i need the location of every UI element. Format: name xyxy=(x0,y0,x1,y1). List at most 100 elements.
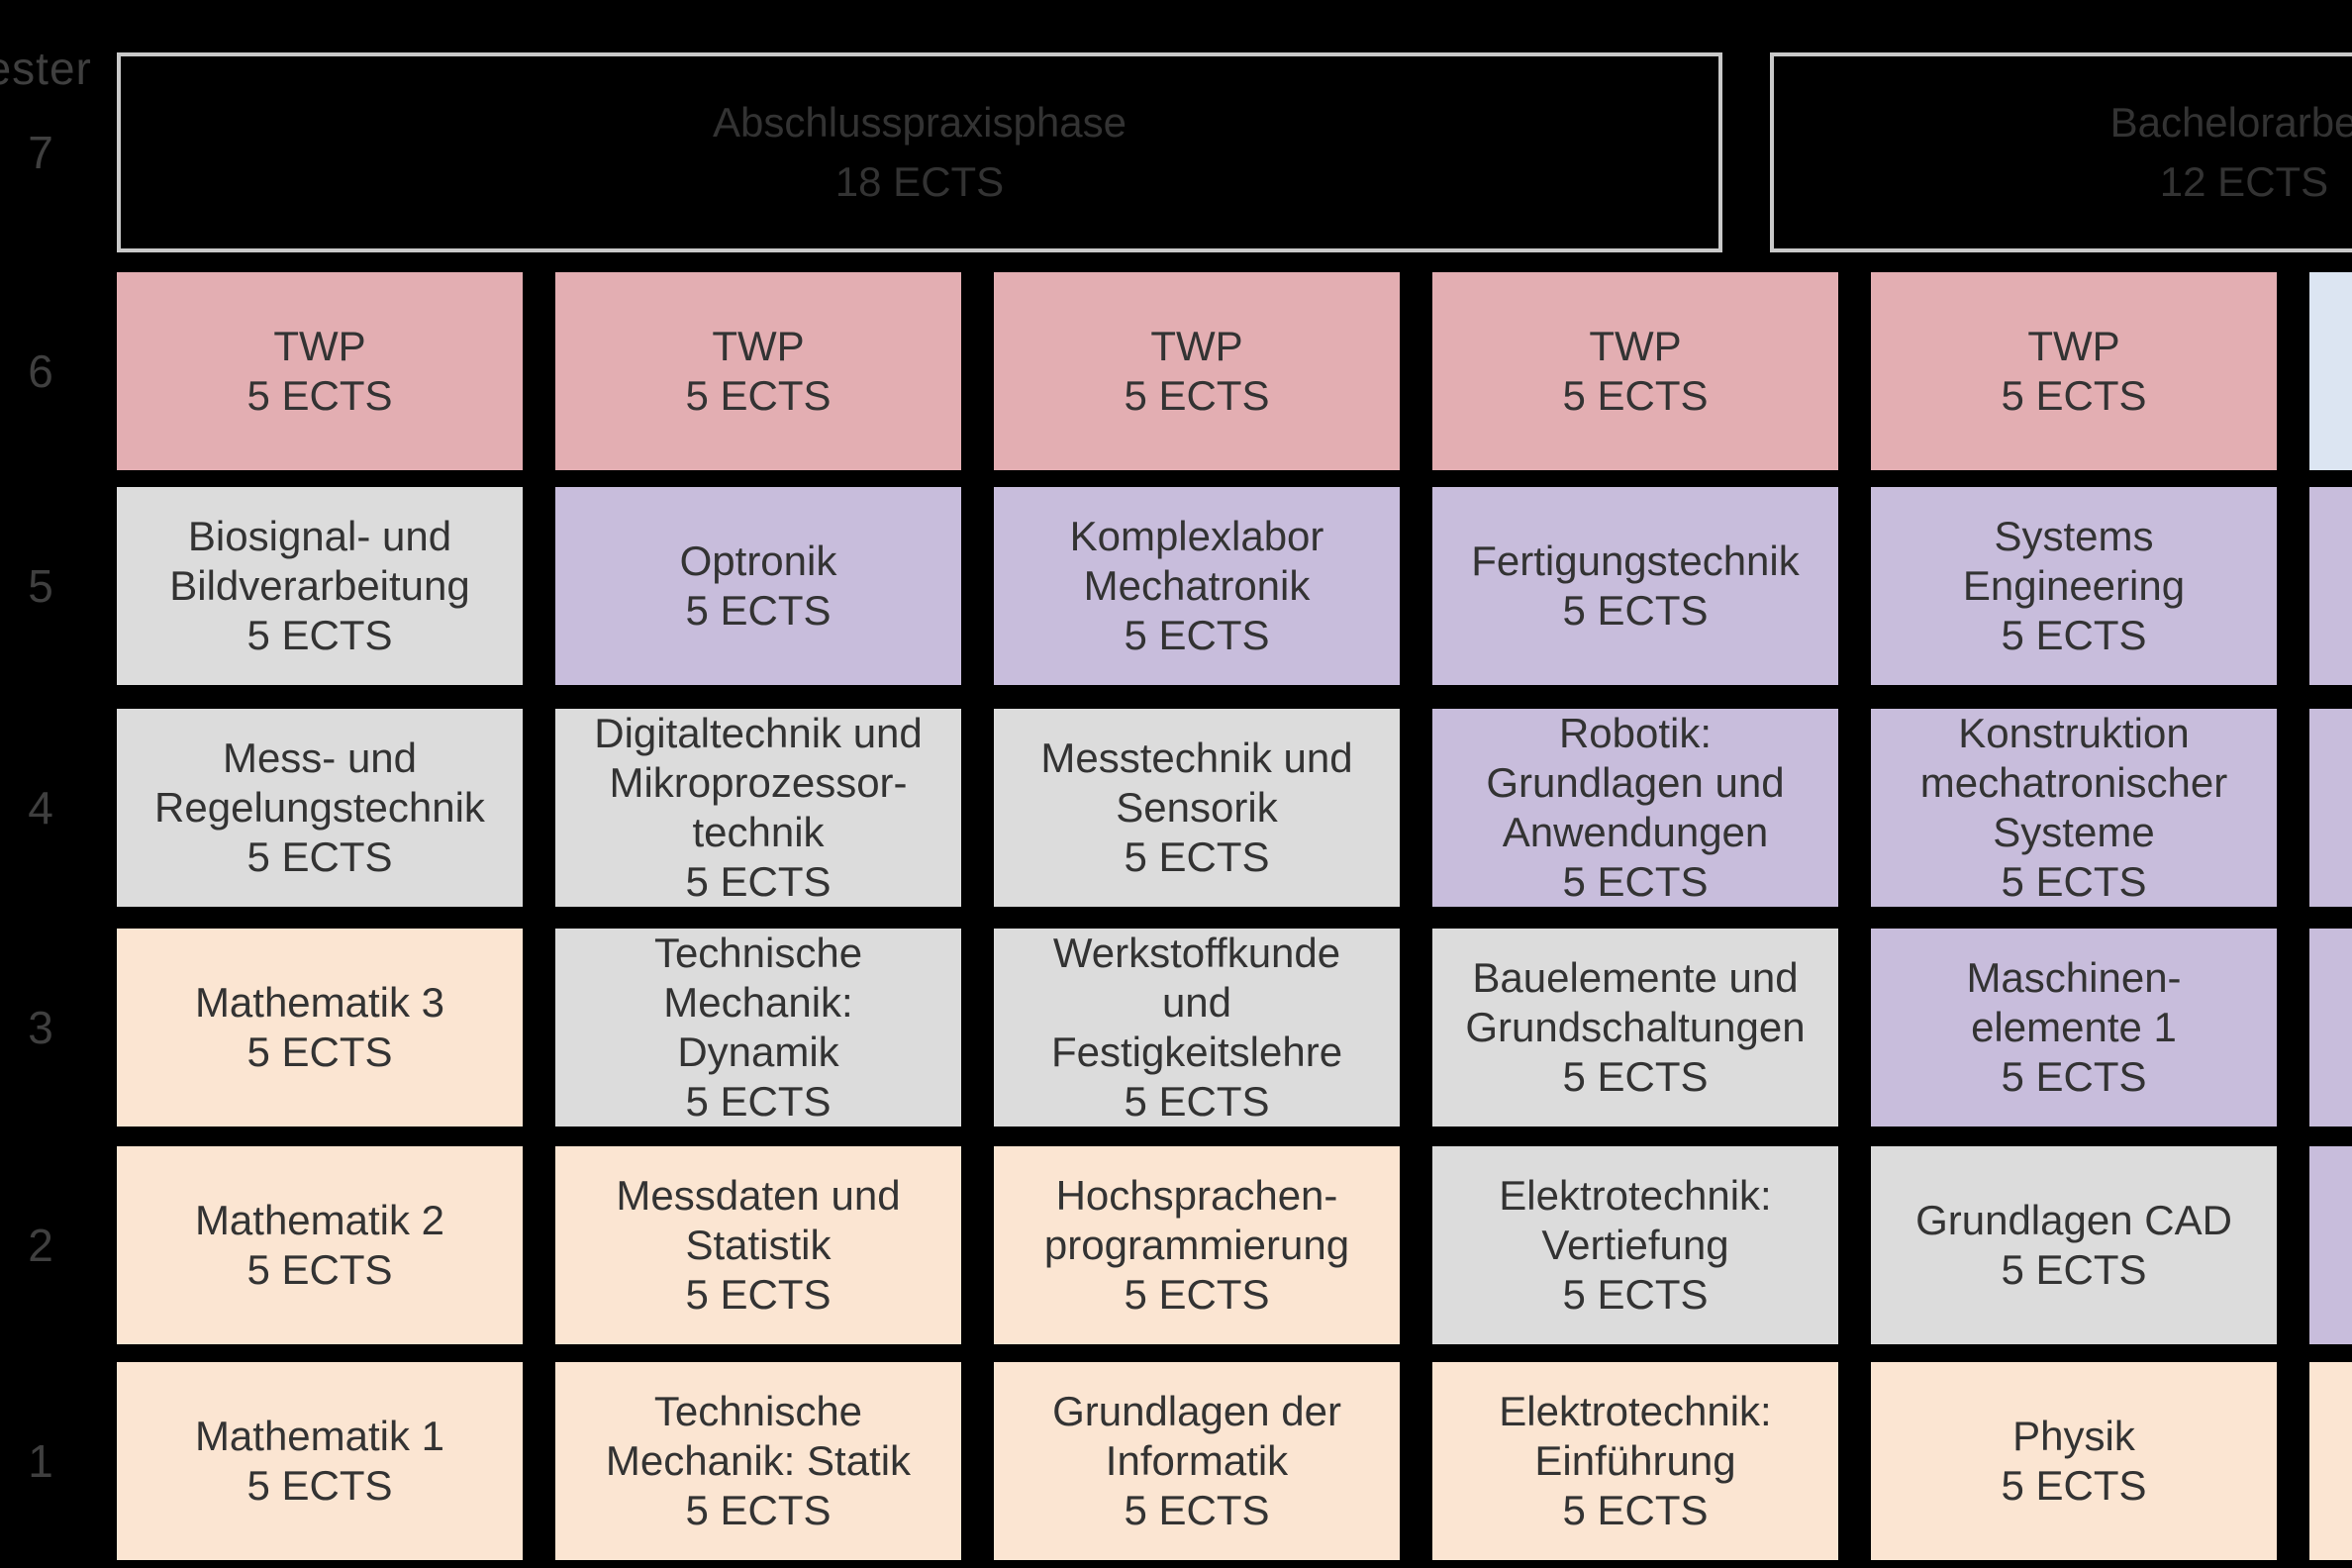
box-title: Bachelorarbeit xyxy=(2109,99,2352,146)
course-ects: 5 ECTS xyxy=(1124,372,1270,419)
course-ects: 5 ECTS xyxy=(685,1487,832,1533)
course-title: Technische Mechanik: Statik xyxy=(605,1388,912,1484)
course-box xyxy=(2309,1146,2352,1344)
course-box xyxy=(2309,1362,2352,1560)
course-title: Mess- und Regelungstechnik xyxy=(154,735,485,831)
course-title: Elektrotechnik: Vertiefung xyxy=(1499,1172,1772,1268)
course-ects: 5 ECTS xyxy=(246,372,393,419)
course-ects: 5 ECTS xyxy=(1562,858,1709,905)
course-ects: 5 ECTS xyxy=(1562,1271,1709,1318)
course-title: TWP xyxy=(1589,323,1682,369)
course-title: Werkstoffkunde und Festigkeitslehre xyxy=(1050,930,1343,1075)
course-box: Digitaltechnik und Mikroprozessor- techn… xyxy=(555,709,961,907)
course-ects: 5 ECTS xyxy=(1562,1053,1709,1100)
course-title: Konstruktion mechatronischer Systeme xyxy=(1919,710,2228,855)
course-title: Physik xyxy=(2012,1413,2135,1459)
course-ects: 5 ECTS xyxy=(2001,858,2147,905)
course-ects: 5 ECTS xyxy=(246,1462,393,1509)
course-ects: 5 ECTS xyxy=(1124,833,1270,880)
course-title: Bauelemente und Grundschaltungen xyxy=(1465,954,1806,1050)
course-title: TWP xyxy=(712,323,805,369)
course-box xyxy=(2309,272,2352,470)
course-title: Fertigungstechnik xyxy=(1471,538,1800,584)
box-ects: 12 ECTS xyxy=(2159,158,2329,205)
course-ects: 5 ECTS xyxy=(1124,1487,1270,1533)
course-title: Biosignal- und Bildverarbeitung xyxy=(169,513,470,609)
course-title: Hochsprachen- programmierung xyxy=(1043,1172,1350,1268)
course-ects: 5 ECTS xyxy=(685,858,832,905)
course-ects: 5 ECTS xyxy=(1124,612,1270,658)
course-ects: 5 ECTS xyxy=(2001,1246,2147,1293)
course-ects: 5 ECTS xyxy=(2001,612,2147,658)
course-title: Mathematik 1 xyxy=(194,1413,445,1459)
course-title: Robotik: Grundlagen und Anwendungen xyxy=(1486,710,1785,855)
course-title: Technische Mechanik: Dynamik xyxy=(653,930,863,1075)
course-ects: 5 ECTS xyxy=(1562,587,1709,634)
course-title: Mathematik 3 xyxy=(194,979,445,1026)
course-title: Mathematik 2 xyxy=(194,1197,445,1243)
course-ects: 5 ECTS xyxy=(2001,1053,2147,1100)
semester-number-5: 5 xyxy=(28,560,53,612)
course-ects: 5 ECTS xyxy=(685,1271,832,1318)
semester-number-7: 7 xyxy=(28,127,53,178)
course-ects: 5 ECTS xyxy=(685,1078,832,1125)
course-box xyxy=(2309,929,2352,1127)
abschlusspraxisphase-box: Abschlusspraxisphase 18 ECTS xyxy=(117,52,1722,252)
course-ects: 5 ECTS xyxy=(246,1246,393,1293)
course-title: Digitaltechnik und Mikroprozessor- techn… xyxy=(594,710,923,855)
course-box xyxy=(2309,487,2352,685)
course-title: Grundlagen CAD xyxy=(1915,1197,2232,1243)
semester-number-3: 3 xyxy=(28,1002,53,1053)
course-title: Maschinen- elemente 1 xyxy=(1966,954,2182,1050)
semester-axis-label: Semester xyxy=(0,43,92,94)
course-ects: 5 ECTS xyxy=(1562,1487,1709,1533)
course-ects: 5 ECTS xyxy=(1562,372,1709,419)
box-ects: 18 ECTS xyxy=(834,158,1005,205)
course-title: Messdaten und Statistik xyxy=(616,1172,901,1268)
course-title: Elektrotechnik: Einführung xyxy=(1499,1388,1772,1484)
course-title: Grundlagen der Informatik xyxy=(1052,1388,1341,1484)
course-ects: 5 ECTS xyxy=(2001,372,2147,419)
course-ects: 5 ECTS xyxy=(2001,1462,2147,1509)
course-title: Komplexlabor Mechatronik xyxy=(1069,513,1324,609)
semester-number-6: 6 xyxy=(28,345,53,397)
course-ects: 5 ECTS xyxy=(1124,1078,1270,1125)
course-ects: 5 ECTS xyxy=(685,587,832,634)
course-ects: 5 ECTS xyxy=(246,612,393,658)
course-title: Systems Engineering xyxy=(1962,513,2186,609)
semester-number-2: 2 xyxy=(28,1220,53,1271)
course-title: Optronik xyxy=(679,538,837,584)
course-ects: 5 ECTS xyxy=(246,1029,393,1075)
course-ects: 5 ECTS xyxy=(685,372,832,419)
course-title: TWP xyxy=(273,323,366,369)
box-title: Abschlusspraxisphase xyxy=(713,99,1127,146)
